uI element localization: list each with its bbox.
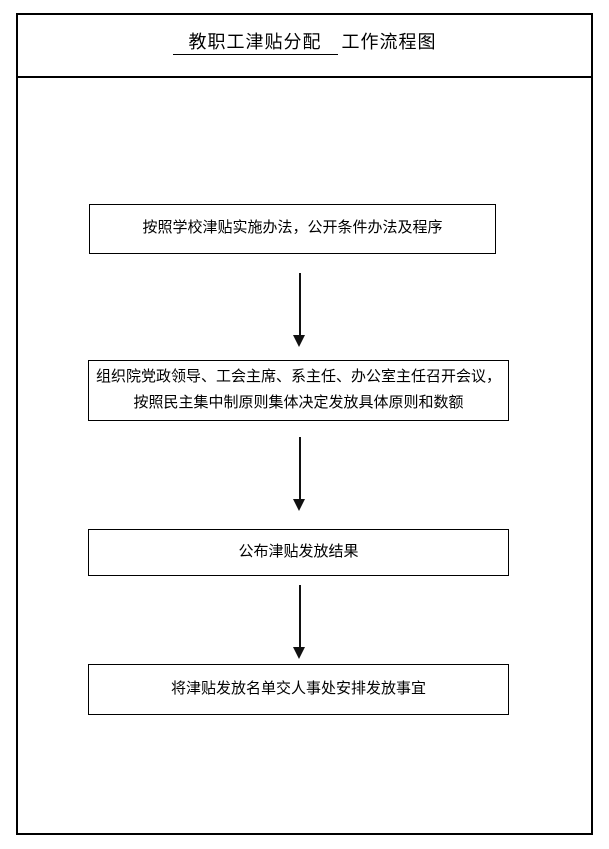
page-title-underlined-segment: 教职工津贴分配: [172, 32, 338, 55]
flow-step-publicize-measures: 按照学校津贴实施办法，公开条件办法及程序: [89, 204, 496, 254]
flow-step-publish-results: 公布津贴发放结果: [88, 529, 509, 576]
down-arrow-icon: [293, 273, 306, 347]
arrow-shaft: [299, 585, 301, 647]
arrow-head: [293, 647, 305, 659]
flowchart-area: 按照学校津贴实施办法，公开条件办法及程序 组织院党政领导、工会主席、系主任、办公…: [18, 78, 591, 833]
page-title: 教职工津贴分配工作流程图: [172, 28, 437, 55]
flow-step-label: 组织院党政领导、工会主席、系主任、办公室主任召开会议，按照民主集中制原则集体决定…: [95, 369, 501, 411]
flow-step-label: 按照学校津贴实施办法，公开条件办法及程序: [142, 220, 443, 237]
arrow-head: [293, 499, 305, 511]
arrow-shaft: [299, 273, 301, 335]
flow-step-submit-to-hr: 将津贴发放名单交人事处安排发放事宜: [88, 664, 509, 715]
page-title-rest-segment: 工作流程图: [341, 32, 437, 52]
down-arrow-icon: [293, 437, 306, 511]
down-arrow-icon: [293, 585, 306, 659]
flow-step-organize-meeting: 组织院党政领导、工会主席、系主任、办公室主任召开会议，按照民主集中制原则集体决定…: [88, 360, 509, 421]
title-band: 教职工津贴分配工作流程图: [18, 15, 591, 78]
arrow-shaft: [299, 437, 301, 499]
flow-step-label: 将津贴发放名单交人事处安排发放事宜: [170, 680, 426, 697]
arrow-head: [293, 335, 305, 347]
document-frame: 教职工津贴分配工作流程图 按照学校津贴实施办法，公开条件办法及程序 组织院党政领…: [16, 13, 593, 835]
flow-step-label: 公布津贴发放结果: [238, 543, 359, 560]
